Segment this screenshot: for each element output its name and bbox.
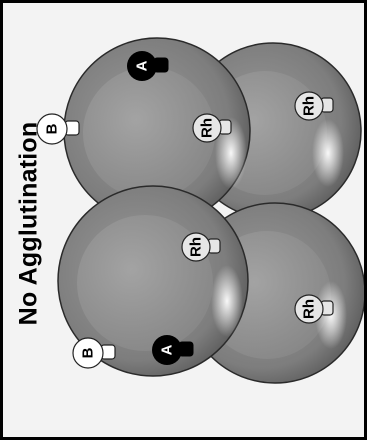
rh-antigen-label: Rh	[301, 96, 318, 116]
a-antigen-label: A	[134, 60, 151, 71]
rh-antigen-label: Rh	[199, 118, 216, 138]
b-antigen-label: B	[44, 123, 61, 134]
rh-antigen-label: Rh	[188, 237, 205, 257]
rh-antigen-label: Rh	[301, 299, 318, 319]
b-antigen-label: B	[80, 347, 97, 358]
cells-diagram: Rh Rh Rh Rh A A	[3, 3, 367, 440]
a-antigen-label: A	[159, 344, 176, 355]
